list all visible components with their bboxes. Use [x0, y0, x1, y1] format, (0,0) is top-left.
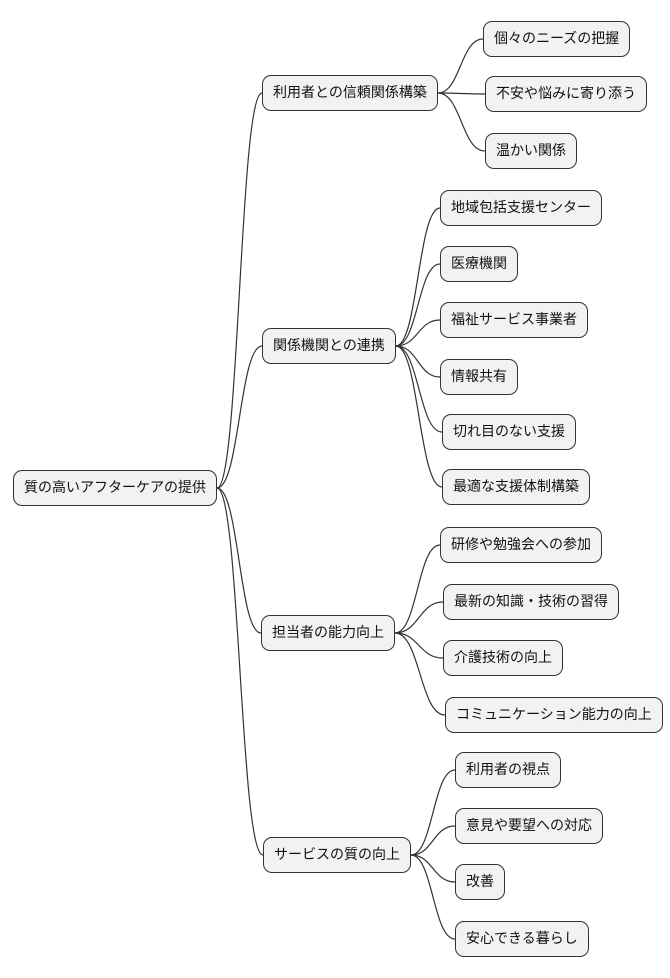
- mindmap-edge: [410, 825, 456, 856]
- mindmap-edge: [395, 345, 443, 488]
- mindmap-node-leaf: 医療機関: [440, 246, 518, 282]
- mindmap-edge: [410, 769, 456, 856]
- mindmap-edge: [395, 345, 443, 433]
- mindmap-edge: [437, 38, 484, 94]
- mindmap-edge: [395, 319, 441, 347]
- mindmap-node-leaf: 改善: [455, 864, 505, 900]
- mindmap-edge: [394, 632, 444, 659]
- mindmap-edge: [395, 207, 441, 347]
- mindmap-node-leaf: 情報共有: [440, 359, 518, 395]
- mindmap-node-leaf: 利用者の視点: [455, 752, 561, 788]
- mindmap-node-leaf: コミュニケーション能力の向上: [445, 697, 663, 733]
- mindmap-edge: [410, 854, 456, 940]
- mindmap-edge: [395, 345, 441, 378]
- mindmap-node-leaf: 最新の知識・技術の習得: [443, 584, 619, 620]
- mindmap-node-leaf: 個々のニーズの把握: [483, 21, 631, 57]
- mindmap-node-branch: 利用者との信頼関係構築: [262, 75, 438, 111]
- mindmap-edge: [410, 854, 456, 883]
- mindmap-node-leaf: 不安や悩みに寄り添う: [485, 76, 647, 112]
- mindmap-edge: [437, 92, 486, 95]
- mindmap-node-leaf: 安心できる暮らし: [455, 921, 589, 957]
- mindmap-node-leaf: 温かい関係: [485, 133, 577, 169]
- mindmap-node-leaf: 切れ目のない支援: [442, 414, 576, 450]
- mindmap-node-root: 質の高いアフターケアの提供: [13, 470, 217, 506]
- mindmap-edge: [216, 487, 262, 634]
- mindmap-edge: [394, 544, 441, 634]
- mindmap-node-branch: 担当者の能力向上: [261, 615, 395, 651]
- mindmap-node-leaf: 福祉サービス事業者: [440, 302, 588, 338]
- mindmap-node-leaf: 意見や要望への対応: [455, 808, 603, 844]
- mindmap-node-leaf: 研修や勉強会への参加: [440, 527, 602, 563]
- mindmap-edge: [216, 345, 263, 489]
- mindmap-node-leaf: 最適な支援体制構築: [442, 469, 590, 505]
- mindmap-node-leaf: 地域包括支援センター: [440, 190, 602, 226]
- mindmap-edge: [395, 263, 441, 347]
- mindmap-node-branch: 関係機関との連携: [262, 328, 396, 364]
- mindmap-edge: [394, 632, 446, 716]
- mindmap-edge: [216, 92, 263, 489]
- mindmap-edge: [437, 92, 486, 152]
- mindmap-edge: [216, 487, 264, 856]
- mindmap-node-branch: サービスの質の向上: [263, 837, 411, 873]
- mindmap-edge: [394, 601, 444, 634]
- mindmap-node-leaf: 介護技術の向上: [443, 640, 563, 676]
